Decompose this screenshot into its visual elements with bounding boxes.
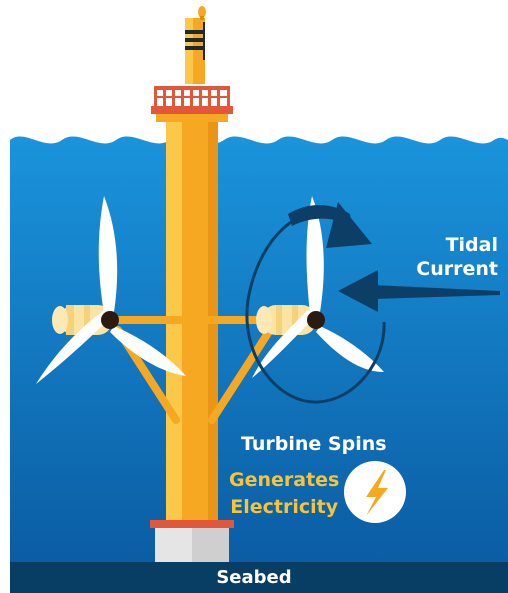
blade-down-left [252,310,316,378]
tidal-current-label: Tidal Current [378,233,498,281]
blade-down-right [110,326,186,376]
hub [101,311,119,329]
seabed-label: Seabed [216,567,292,588]
blade-up [306,196,324,314]
seabed-band [10,562,508,593]
tidal-current-line-1: Tidal [445,234,498,256]
right-turbine [252,196,384,378]
concrete-base [155,528,229,562]
generates-line-2: Electricity [230,496,339,518]
platform-railing [151,86,233,122]
hub [307,311,325,329]
blade-up [98,196,118,314]
left-turbine [36,196,186,384]
tidal-current-arrow [338,270,500,312]
generates-electricity-label: Generates Electricity [229,467,339,521]
blade-down-left [36,310,112,384]
blade-down-right [316,326,384,372]
lightning-bolt-icon [344,461,406,523]
tidal-current-line-2: Current [416,258,498,280]
generates-line-1: Generates [229,469,340,491]
rotation-arrow [245,202,386,404]
turbine-spins-label: Turbine Spins [241,433,387,455]
mast-antenna [185,6,206,84]
